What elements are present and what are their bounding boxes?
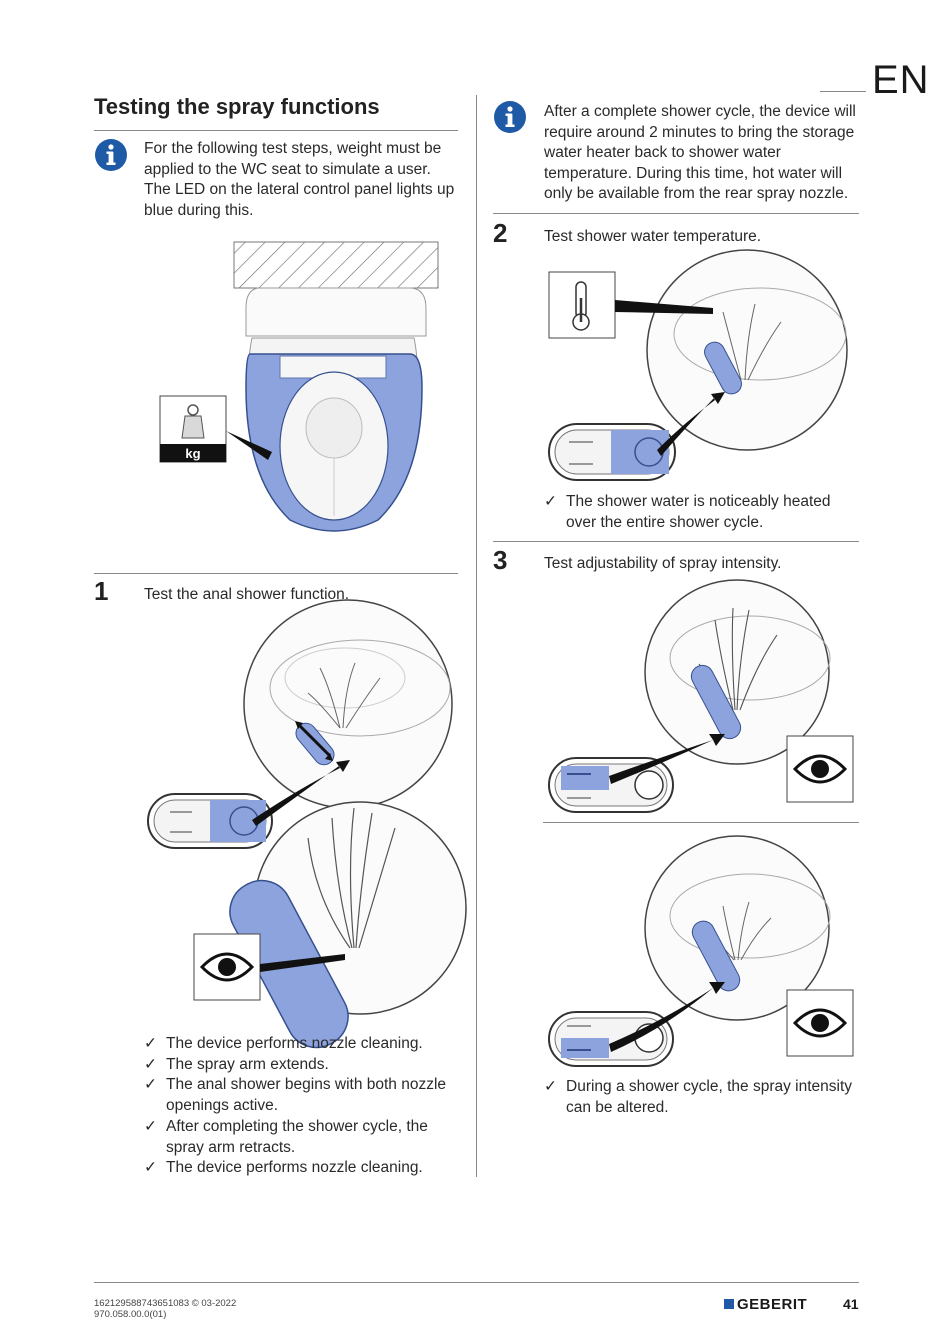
check-icon: ✓ [144, 1159, 157, 1177]
temperature-figure [548, 249, 848, 481]
brand-square-icon [724, 1299, 734, 1309]
column-divider [476, 95, 477, 1177]
step3-text: Test adjustability of spray intensity. [544, 555, 782, 572]
weight-icon [181, 404, 205, 439]
weight-label: kg [185, 446, 200, 461]
brand-logo: GEBERIT [724, 1296, 807, 1313]
left-info-text: For the following test steps, weight mus… [144, 140, 455, 219]
eye-icon [792, 754, 848, 784]
thermometer-icon [572, 281, 590, 331]
check-icon: ✓ [544, 1078, 557, 1095]
language-label: EN [872, 58, 930, 102]
step1-divider [94, 573, 458, 574]
eye-icon [792, 1008, 848, 1038]
document-code: 162129588743651083 © 03-2022 970.058.00.… [94, 1298, 236, 1320]
list-item: ✓The shower water is noticeably heated o… [544, 493, 831, 531]
check-icon: ✓ [144, 1055, 157, 1073]
step3-number: 3 [493, 545, 508, 575]
step2-number: 2 [493, 218, 508, 248]
step2-divider [493, 213, 859, 214]
list-item: ✓The anal shower begins with both nozzle… [144, 1076, 447, 1115]
page-number: 41 [843, 1296, 859, 1312]
spray-intensity-low-figure [548, 835, 854, 1067]
language-rule [820, 91, 866, 92]
brand-name: GEBERIT [737, 1296, 808, 1313]
document-code-line2: 970.058.00.0(01) [94, 1309, 167, 1320]
footer-divider [94, 1282, 859, 1283]
step3-results: ✓During a shower cycle, the spray intens… [544, 1077, 858, 1118]
title-divider [94, 130, 458, 131]
list-item: ✓The spray arm extends. [144, 1055, 458, 1076]
info-icon [95, 139, 127, 171]
list-item: ✓After completing the shower cycle, the … [144, 1117, 428, 1156]
right-info-text: After a complete shower cycle, the devic… [544, 103, 856, 202]
toilet-seat-figure: kg [159, 241, 439, 532]
info-icon [494, 101, 526, 133]
check-icon: ✓ [144, 1117, 157, 1135]
check-icon: ✓ [144, 1035, 157, 1052]
step1-number: 1 [94, 576, 109, 606]
document-code-line1: 162129588743651083 © 03-2022 [94, 1298, 237, 1309]
eye-icon [199, 952, 255, 982]
step1-results: ✓The device performs nozzle cleaning. ✓T… [144, 1034, 458, 1179]
step2-text: Test shower water temperature. [544, 228, 762, 245]
list-item: ✓During a shower cycle, the spray intens… [544, 1078, 853, 1116]
step1-text: Test the anal shower function. [144, 586, 350, 603]
step2-results: ✓The shower water is noticeably heated o… [544, 492, 858, 533]
step3-divider [493, 541, 859, 542]
list-item: ✓The device performs nozzle cleaning. [144, 1158, 458, 1179]
list-item: ✓The device performs nozzle cleaning. [144, 1034, 458, 1055]
anal-shower-figure [147, 599, 467, 1049]
page-title: Testing the spray functions [94, 94, 380, 119]
check-icon: ✓ [144, 1076, 157, 1094]
step3-sub-divider [543, 822, 859, 823]
spray-intensity-high-figure [548, 579, 854, 813]
check-icon: ✓ [544, 493, 557, 510]
